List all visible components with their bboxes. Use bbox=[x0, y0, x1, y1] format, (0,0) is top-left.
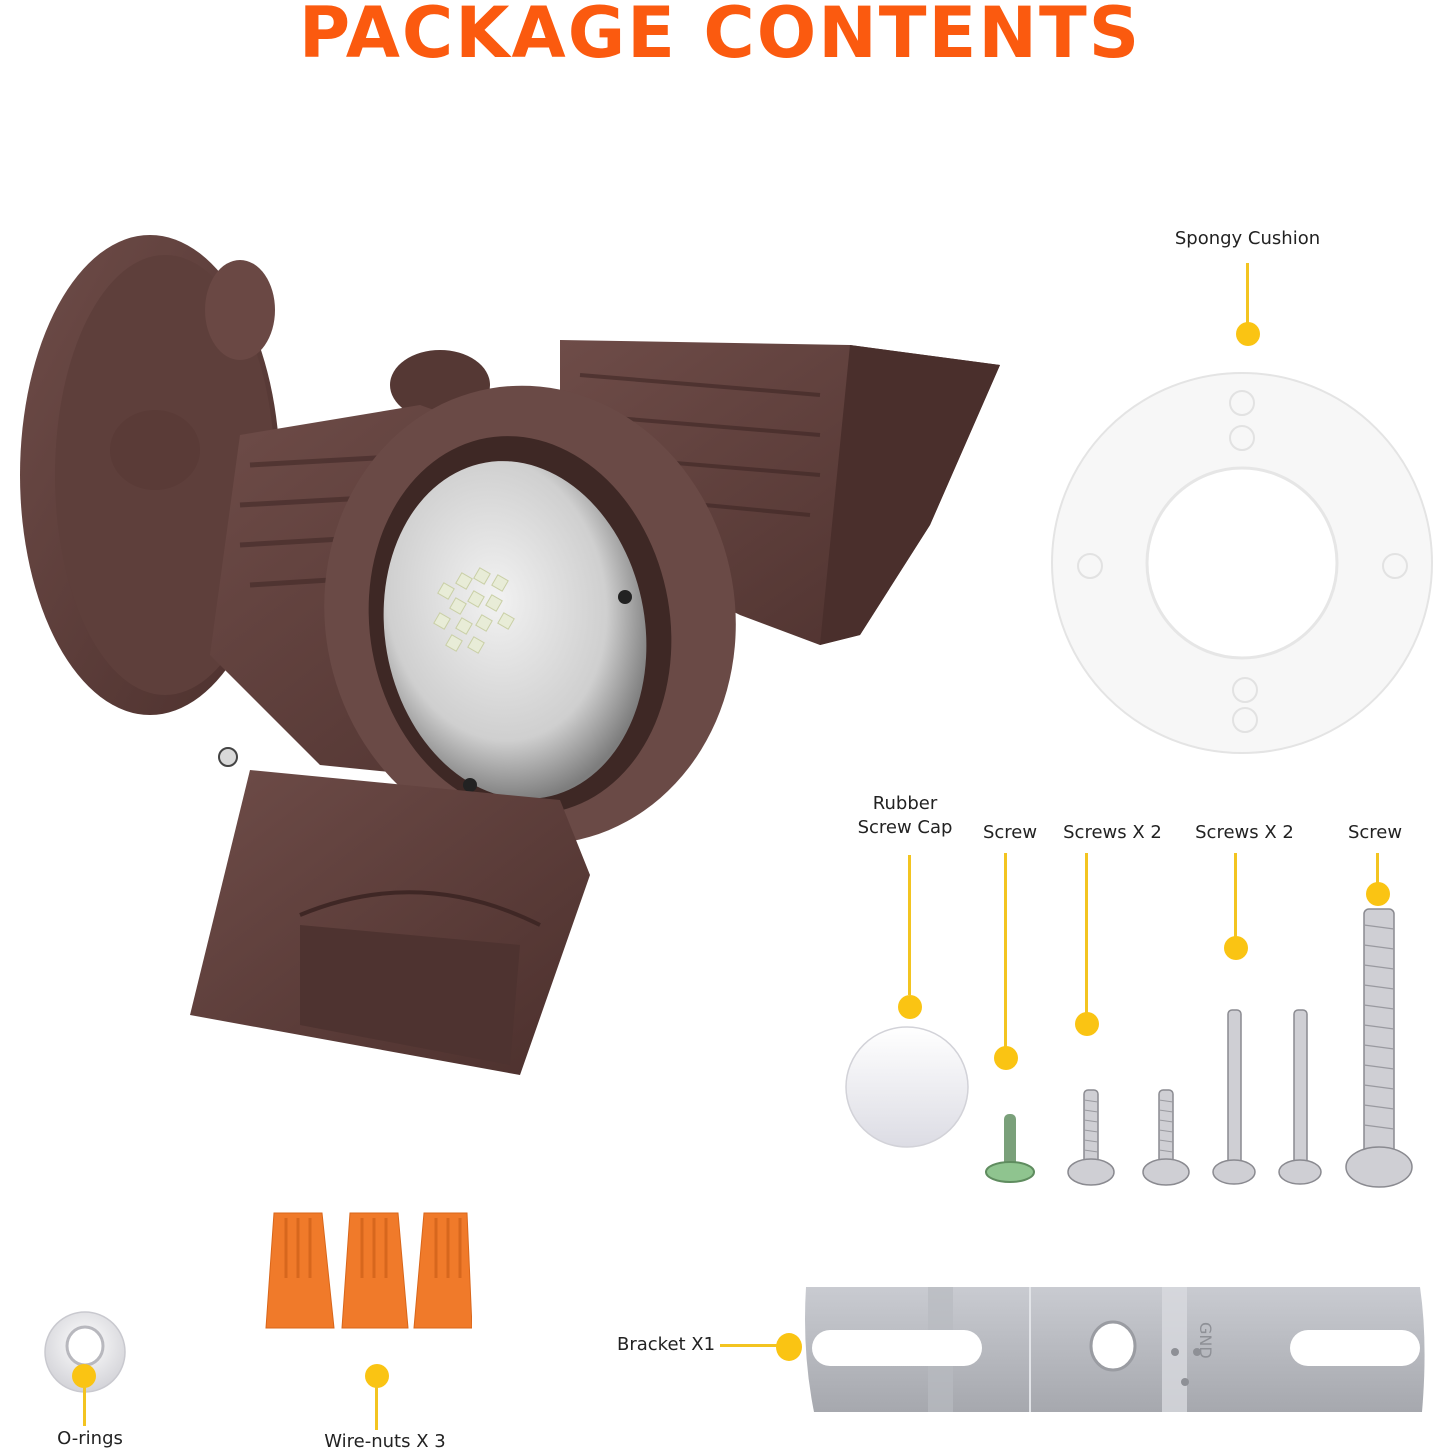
screw-green-callout-dot bbox=[994, 1046, 1018, 1070]
screws-short-leader-line bbox=[1085, 853, 1088, 1013]
wire-nuts-callout-dot bbox=[365, 1364, 389, 1388]
bracket-gnd-stamp: GND bbox=[1196, 1322, 1215, 1359]
spongy-cushion-label: Spongy Cushion bbox=[1174, 228, 1321, 249]
spongy-cushion-image bbox=[1051, 372, 1433, 754]
flood-light-image bbox=[20, 235, 1000, 1075]
bracket-image: GND bbox=[805, 1287, 1425, 1412]
screws-medium-callout-dot bbox=[1224, 936, 1248, 960]
screws-short-label: Screws X 2 bbox=[1063, 822, 1162, 843]
screws-short-callout-dot bbox=[1075, 1012, 1099, 1036]
screw-long-callout-dot bbox=[1366, 882, 1390, 906]
screw-green-label: Screw bbox=[982, 822, 1038, 843]
bracket-label: Bracket X1 bbox=[617, 1334, 716, 1355]
rubber-screw-cap-label: Rubber Screw Cap bbox=[845, 792, 965, 840]
wire-nuts-image bbox=[265, 1212, 472, 1329]
rubber-screw-cap-label-line1: Rubber bbox=[872, 793, 938, 814]
o-rings-label: O-rings bbox=[57, 1428, 123, 1449]
spongy-cushion-leader-line bbox=[1246, 263, 1249, 323]
spongy-cushion-callout-dot bbox=[1236, 322, 1260, 346]
rubber-screw-cap-image bbox=[845, 1026, 969, 1148]
o-rings-leader-line bbox=[83, 1386, 86, 1426]
o-rings-callout-dot bbox=[72, 1364, 96, 1388]
rubber-screw-cap-label-line2: Screw Cap bbox=[857, 817, 953, 838]
wire-nuts-label: Wire-nuts X 3 bbox=[324, 1431, 446, 1452]
o-rings-image bbox=[44, 1311, 126, 1393]
bracket-leader-line bbox=[720, 1344, 782, 1347]
screw-green-image bbox=[985, 1114, 1035, 1183]
wire-nuts-leader-line bbox=[375, 1386, 378, 1430]
screw-long-label: Screw bbox=[1347, 822, 1403, 843]
screw-long-image bbox=[1345, 908, 1413, 1188]
rubber-screw-cap-leader-line bbox=[908, 855, 911, 995]
screws-medium-image bbox=[1212, 1009, 1322, 1185]
screw-long-leader-line bbox=[1376, 853, 1379, 883]
screw-green-leader-line bbox=[1004, 853, 1007, 1048]
screws-medium-label: Screws X 2 bbox=[1195, 822, 1294, 843]
screws-medium-leader-line bbox=[1234, 853, 1237, 938]
rubber-screw-cap-callout-dot bbox=[898, 995, 922, 1019]
page-title: PACKAGE CONTENTS bbox=[298, 0, 1142, 74]
bracket-callout-dot bbox=[776, 1333, 802, 1361]
screws-short-image bbox=[1067, 1089, 1190, 1186]
